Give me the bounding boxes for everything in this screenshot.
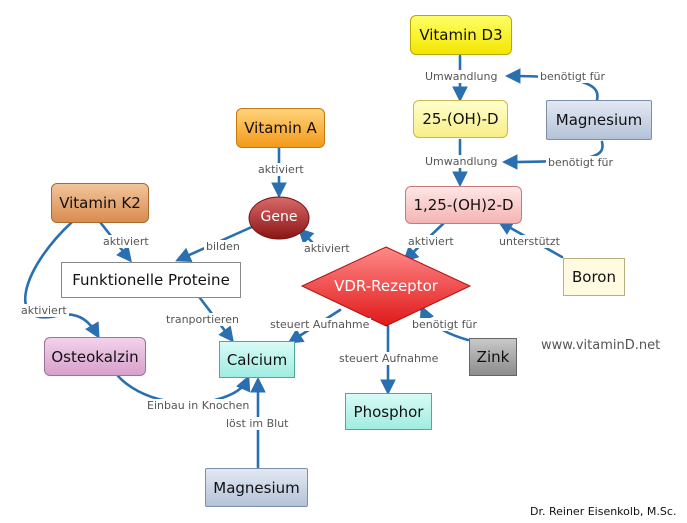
label-benoetigt-1: benötigt für	[538, 70, 607, 83]
label-aktiviert-a: aktiviert	[256, 163, 306, 176]
vitamin-d3-node: Vitamin D3	[410, 15, 512, 55]
author-credit: Dr. Reiner Eisenkolb, M.Sc.	[530, 505, 677, 518]
vitamin-a-node: Vitamin A	[236, 108, 325, 148]
vdr-rezeptor-label: VDR-Rezeptor	[334, 277, 438, 295]
edge-k2-to-osteokalzin	[23, 220, 100, 339]
label-unterstuetzt: unterstützt	[497, 235, 562, 248]
label-benoetigt-2: benötigt für	[546, 156, 615, 169]
funktionelle-proteine-node: Funktionelle Proteine	[61, 262, 241, 298]
phosphor-node: Phosphor	[345, 393, 432, 430]
vitamin-k2-node: Vitamin K2	[51, 183, 149, 223]
gene-label: Gene	[260, 209, 298, 225]
label-aktiviert-vdr: aktiviert	[302, 242, 352, 255]
label-benoetigt-zink: benötigt für	[410, 318, 479, 331]
label-aktiviert-k2: aktiviert	[101, 235, 151, 248]
magnesium-bottom-node: Magnesium	[205, 468, 308, 507]
osteokalzin-node: Osteokalzin	[44, 337, 146, 376]
label-aktiviert-osteo: aktiviert	[19, 304, 69, 317]
label-einbau: Einbau in Knochen	[145, 399, 252, 412]
label-tranportieren: tranportieren	[164, 313, 241, 326]
zink-node: Zink	[469, 338, 517, 376]
gene-node	[248, 196, 310, 240]
vdr-rezeptor-node	[300, 246, 472, 327]
website-text: www.vitaminD.net	[541, 338, 661, 353]
label-umwandlung-2: Umwandlung	[423, 155, 500, 168]
label-steuert-calcium: steuert Aufnahme	[268, 318, 372, 331]
magnesium-top-node: Magnesium	[546, 100, 652, 140]
label-loest: löst im Blut	[224, 417, 291, 430]
label-aktiviert-d: aktiviert	[406, 235, 456, 248]
boron-node: Boron	[563, 258, 625, 296]
label-umwandlung-1: Umwandlung	[423, 70, 500, 83]
label-steuert-phosphor: steuert Aufnahme	[337, 352, 441, 365]
calcium-node: Calcium	[219, 341, 295, 378]
dihydroxy-d-node: 1,25-(OH)2-D	[405, 186, 522, 224]
label-bilden: bilden	[204, 240, 242, 253]
oh-d-node: 25-(OH)-D	[413, 100, 508, 138]
